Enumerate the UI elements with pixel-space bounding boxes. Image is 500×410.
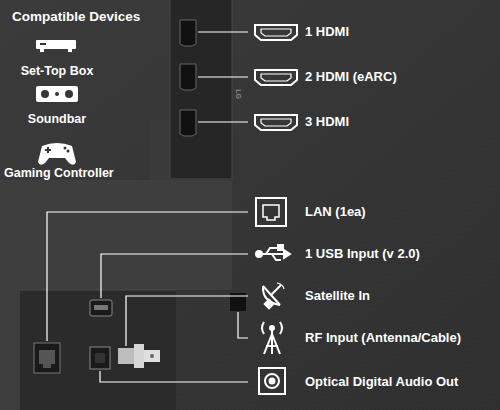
brand-mark: LG — [234, 89, 242, 99]
port-label: Optical Digital Audio Out — [305, 375, 458, 390]
port-label: Satellite In — [305, 289, 370, 304]
heading: Compatible Devices — [12, 9, 140, 25]
game-controller-icon — [38, 143, 76, 165]
port-label: 1 HDMI — [305, 25, 349, 40]
port-label: LAN (1ea) — [305, 205, 366, 220]
optical-port — [90, 347, 110, 369]
device-label: Set-Top Box — [21, 64, 94, 78]
port-label: 3 HDMI — [305, 115, 349, 130]
port-label: 2 HDMI (eARC) — [305, 70, 397, 85]
lan-port — [34, 343, 60, 373]
coax-port — [118, 344, 160, 368]
device-label: Gaming Controller — [4, 166, 114, 180]
set-top-box-icon — [36, 40, 76, 52]
device-label: Soundbar — [28, 112, 86, 126]
soundbar-icon — [36, 86, 78, 102]
port-label: RF Input (Antenna/Cable) — [305, 331, 461, 346]
usb-port — [90, 300, 112, 316]
port-label: 1 USB Input (v 2.0) — [305, 247, 420, 262]
